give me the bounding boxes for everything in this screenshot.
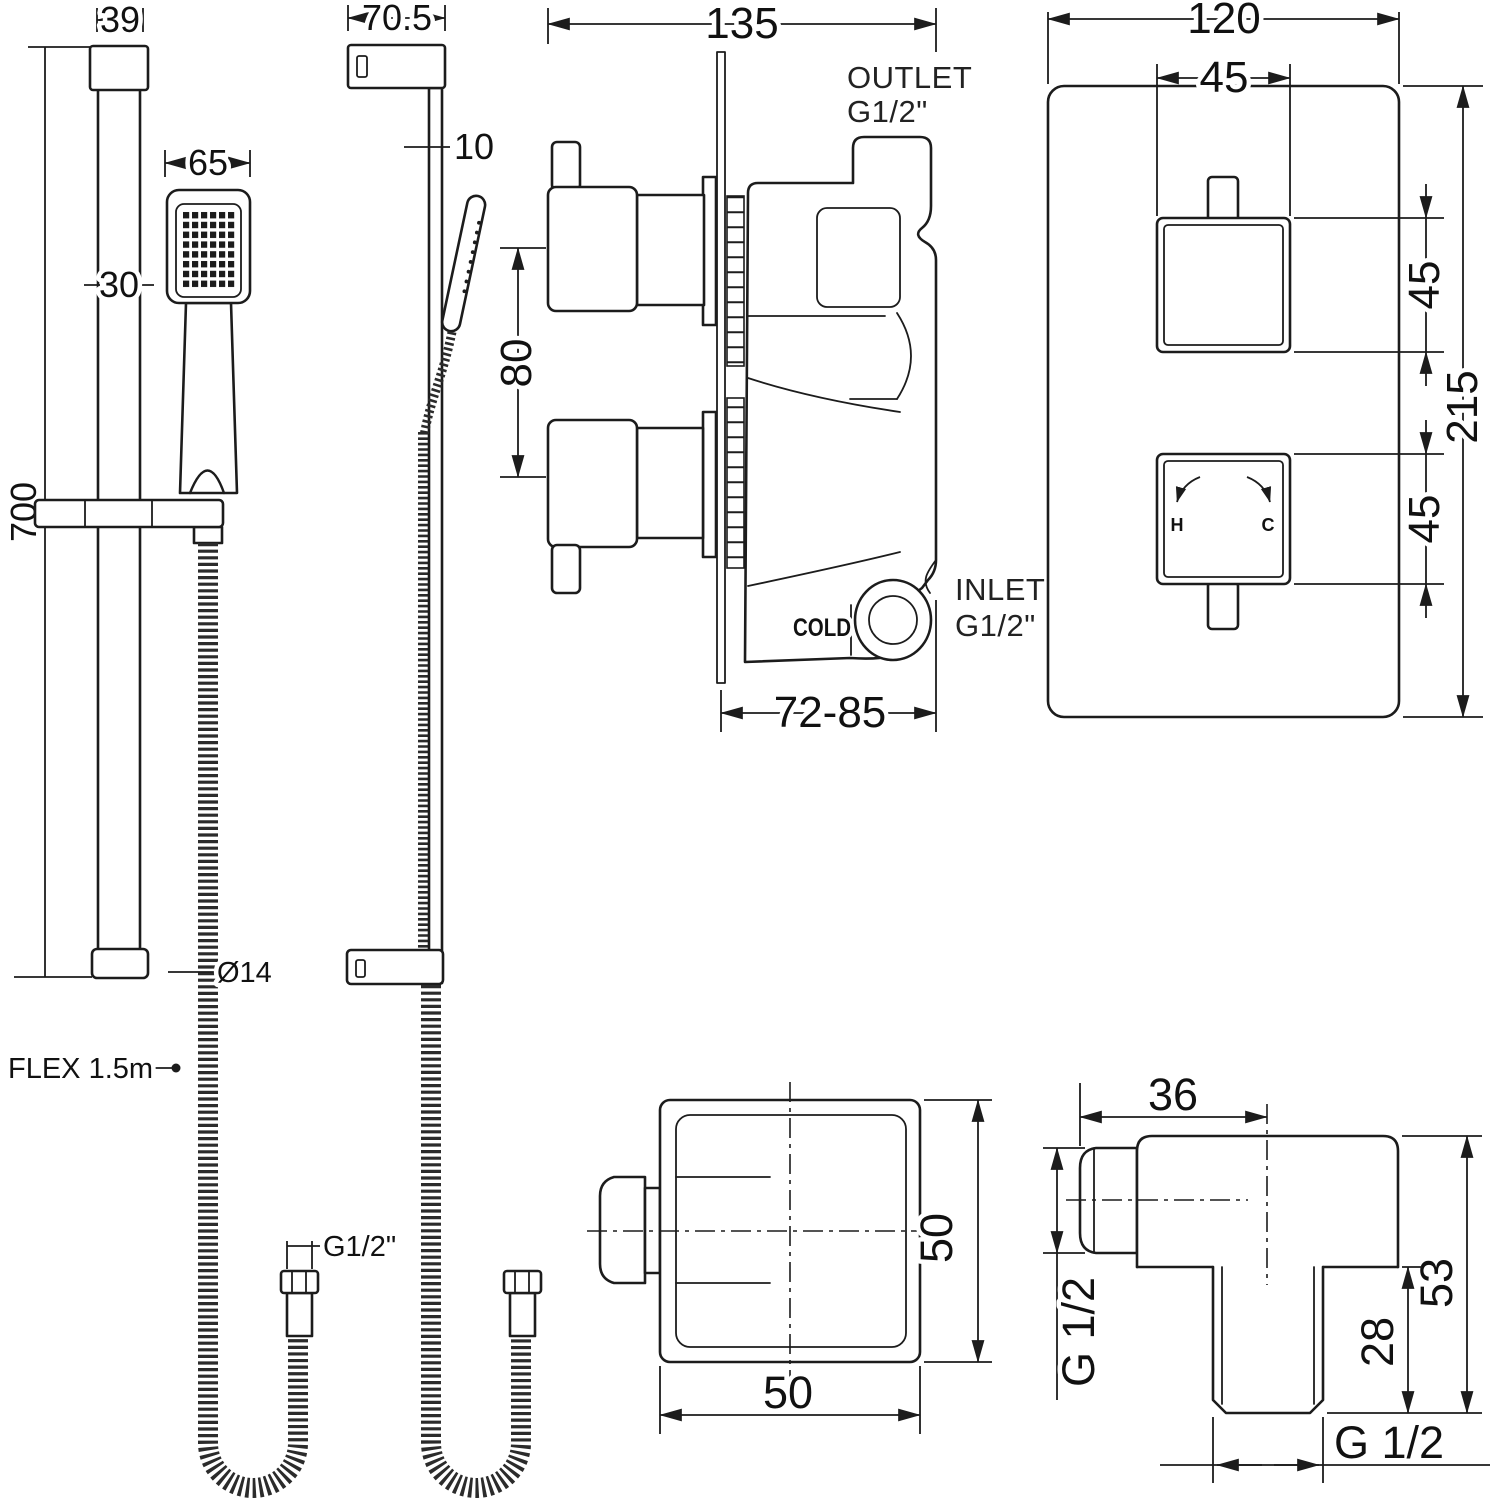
handset-holder: [33, 498, 225, 529]
bottom-handle-height-dim: 45: [1400, 495, 1449, 544]
slider-slot: [355, 959, 366, 978]
top-handle-stem: [635, 193, 706, 307]
slider-bracket-side: [345, 948, 445, 986]
handset-side-view: [440, 194, 487, 333]
outlet-elbow-side-view: 36 G 1/2 53 28 G 1/2: [1043, 1065, 1490, 1483]
elbow-body-side: [1135, 1134, 1400, 1269]
outlet-label: OUTLET: [847, 60, 972, 95]
inlet-port-bore: [868, 595, 918, 645]
handset-hose-connector: [192, 525, 224, 545]
top-handle-body: [546, 185, 639, 313]
bracket-depth-dim: 70.5: [362, 0, 432, 38]
elbow-spout: [1211, 1265, 1325, 1415]
slide-rail-side: [427, 86, 444, 985]
hot-label: H: [1171, 515, 1184, 535]
rail-bottom-endcap: [90, 947, 150, 980]
hose-diameter-dim: Ø14: [217, 957, 272, 989]
bottom-handle-knob: [550, 543, 582, 595]
handle-width-dim: 45: [1200, 53, 1249, 102]
bottom-handle-lever-front: [1206, 580, 1240, 631]
elbow-height-dim: 50: [911, 1213, 962, 1263]
handset-nozzle-grid: [182, 211, 236, 290]
rail-depth-dim: 10: [454, 126, 494, 167]
valve-body-bulge: [896, 312, 912, 400]
leader-dot: [171, 1063, 181, 1073]
valve-front-view: 120 45 H C 45 45 215: [1046, 0, 1492, 719]
hose-nut-collar-side: [508, 1291, 537, 1338]
threaded-sleeve-bottom: [726, 397, 745, 569]
valve-body-lines: [747, 315, 937, 594]
elbow-side-thread-label: G 1/2: [1053, 1277, 1104, 1387]
plate-width-dim: 120: [1187, 0, 1260, 43]
hose-hex-nut-side: [502, 1269, 543, 1295]
handle-spacing-dim: 80: [492, 339, 541, 388]
wall-plate-side: [716, 51, 726, 684]
shower-hose-side: [421, 985, 531, 1498]
cold-label: C: [1262, 515, 1275, 535]
inlet-label: INLET: [955, 572, 1045, 607]
handset-handle: [178, 301, 239, 495]
bottom-handle-body: [546, 418, 639, 549]
top-handle-knob: [550, 140, 582, 192]
rail-top-bracket-side: [346, 43, 447, 90]
inlet-thread-label: G1/2": [955, 608, 1036, 643]
bottom-handle-stem: [635, 426, 705, 540]
valve-width-dim: 135: [705, 0, 778, 48]
valve-depth-dim: 72-85: [774, 688, 887, 737]
handset-width-dim: 65: [188, 142, 228, 183]
bottom-handle-collar: [701, 410, 718, 559]
spray-dots: [462, 220, 481, 294]
top-handle-lever-front: [1206, 175, 1240, 223]
outlet-elbow-front-view: 50 50: [587, 1082, 992, 1434]
elbow-hex-front: [598, 1175, 647, 1285]
shower-rail-front-view: 700 39 65 30 G1/2" Ø: [0, 0, 401, 1498]
elbow-bottom-thread-label: G 1/2: [1334, 1417, 1444, 1468]
hose-nut-collar-front: [285, 1291, 314, 1338]
shower-hose-front: [198, 543, 308, 1498]
wall-plate-front: [1046, 84, 1401, 719]
rail-top-bracket: [88, 44, 150, 92]
handset-cone: [188, 469, 226, 495]
valve-cartridge: [816, 207, 901, 308]
valve-side-view: 135 80 72-85 OUTLET G1/2" COLD: [488, 0, 1050, 742]
thermostat-funnel: [747, 377, 901, 656]
rail-width-dim: 30: [99, 264, 139, 305]
plate-height-dim: 215: [1438, 370, 1487, 443]
hose-flex-label: FLEX 1.5m: [8, 1053, 153, 1085]
threaded-sleeve-top: [726, 195, 745, 367]
hose-hex-nut-front: [279, 1269, 320, 1295]
bracket-width-dim: 39: [100, 0, 140, 40]
hot-arrow: [1175, 476, 1201, 503]
cold-port-label: COLD: [793, 613, 851, 641]
bracket-slot: [356, 55, 368, 78]
elbow-spout-height-dim: 28: [1352, 1317, 1403, 1367]
elbow-width-dim: 50: [763, 1367, 813, 1418]
elbow-length-dim: 36: [1148, 1069, 1198, 1120]
outlet-thread-label: G1/2": [847, 94, 928, 129]
top-handle-height-dim: 45: [1400, 261, 1449, 310]
elbow-height-side-dim: 53: [1411, 1258, 1462, 1308]
hose-thread-label: G1/2": [323, 1231, 396, 1263]
cold-arrow: [1246, 476, 1272, 503]
shower-rail-side-view: 70.5 10: [345, 0, 543, 1498]
